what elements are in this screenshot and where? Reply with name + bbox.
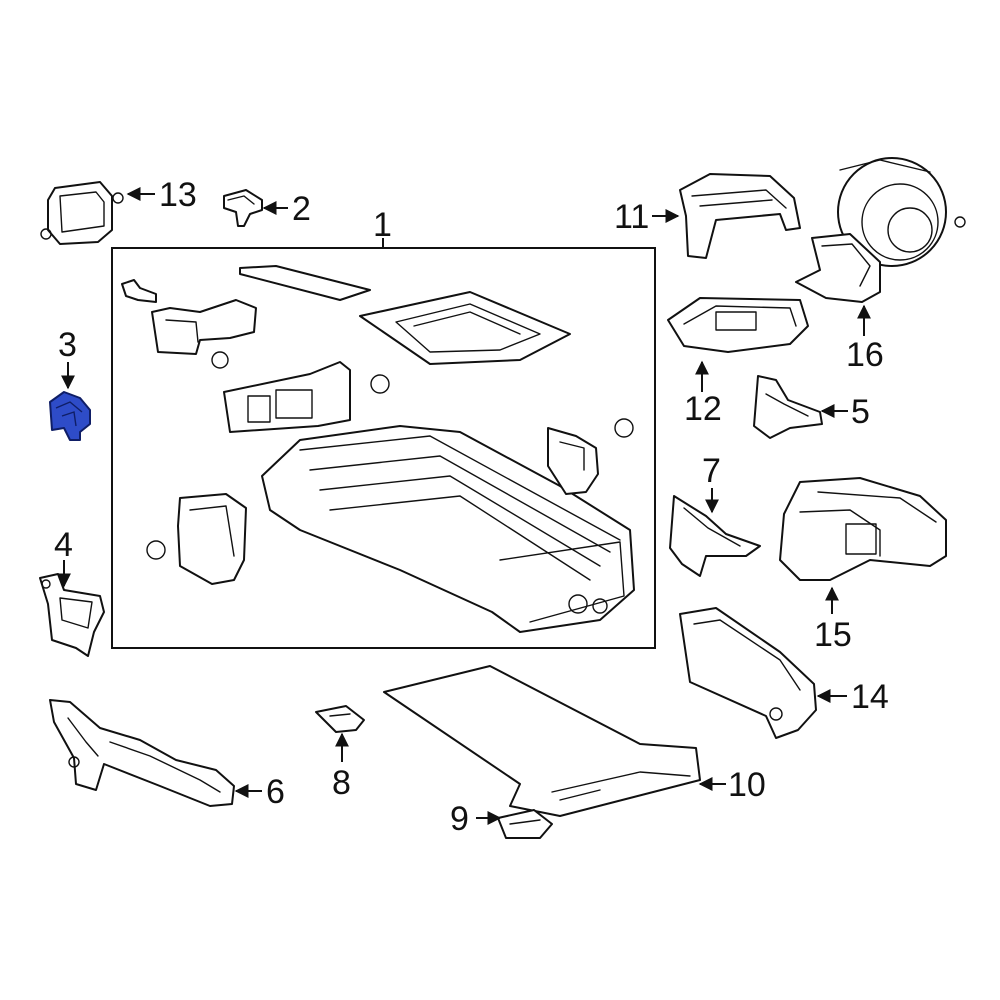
callout-4[interactable]: 4: [54, 526, 73, 564]
callout-12[interactable]: 12: [684, 390, 722, 428]
part-7-duct-bracket[interactable]: [669, 495, 761, 577]
callout-3[interactable]: 3: [58, 326, 77, 364]
part-12-relay-block[interactable]: [667, 297, 809, 353]
part-8-pad[interactable]: [315, 705, 365, 733]
callout-13[interactable]: 13: [159, 176, 197, 214]
part-4-bracket[interactable]: [39, 573, 105, 657]
part-11-upper-bracket[interactable]: [679, 173, 801, 259]
callout-1[interactable]: 1: [373, 206, 392, 244]
part-3-bracket-highlighted[interactable]: [49, 391, 91, 441]
callout-2[interactable]: 2: [292, 190, 311, 228]
part-13-ecu-module[interactable]: [40, 181, 124, 245]
callout-8[interactable]: 8: [332, 764, 351, 802]
leader-lines: [57, 187, 871, 825]
callout-5[interactable]: 5: [851, 393, 870, 431]
part-15-air-duct[interactable]: [779, 477, 947, 581]
callout-labels: 1 2 3 4 5 6 7 8 9 10 11 12 13 14 15 16: [54, 176, 889, 838]
callout-15[interactable]: 15: [814, 616, 852, 654]
callout-11[interactable]: 11: [614, 198, 649, 236]
part-16-blower-fan[interactable]: [795, 157, 966, 303]
part-9-pad[interactable]: [497, 809, 553, 839]
callout-10[interactable]: 10: [728, 766, 766, 804]
callout-14[interactable]: 14: [851, 678, 889, 716]
callout-16[interactable]: 16: [846, 336, 884, 374]
callout-9[interactable]: 9: [450, 800, 469, 838]
part-2-clip[interactable]: [223, 189, 263, 227]
part-6-long-bracket[interactable]: [49, 699, 235, 807]
part-1-battery-assembly[interactable]: [121, 265, 635, 633]
callout-6[interactable]: 6: [266, 773, 285, 811]
part-10-insulator-sheet[interactable]: [383, 665, 701, 817]
part-14-lower-duct[interactable]: [679, 607, 817, 739]
callout-7[interactable]: 7: [702, 452, 721, 490]
part-5-bracket[interactable]: [753, 375, 823, 439]
